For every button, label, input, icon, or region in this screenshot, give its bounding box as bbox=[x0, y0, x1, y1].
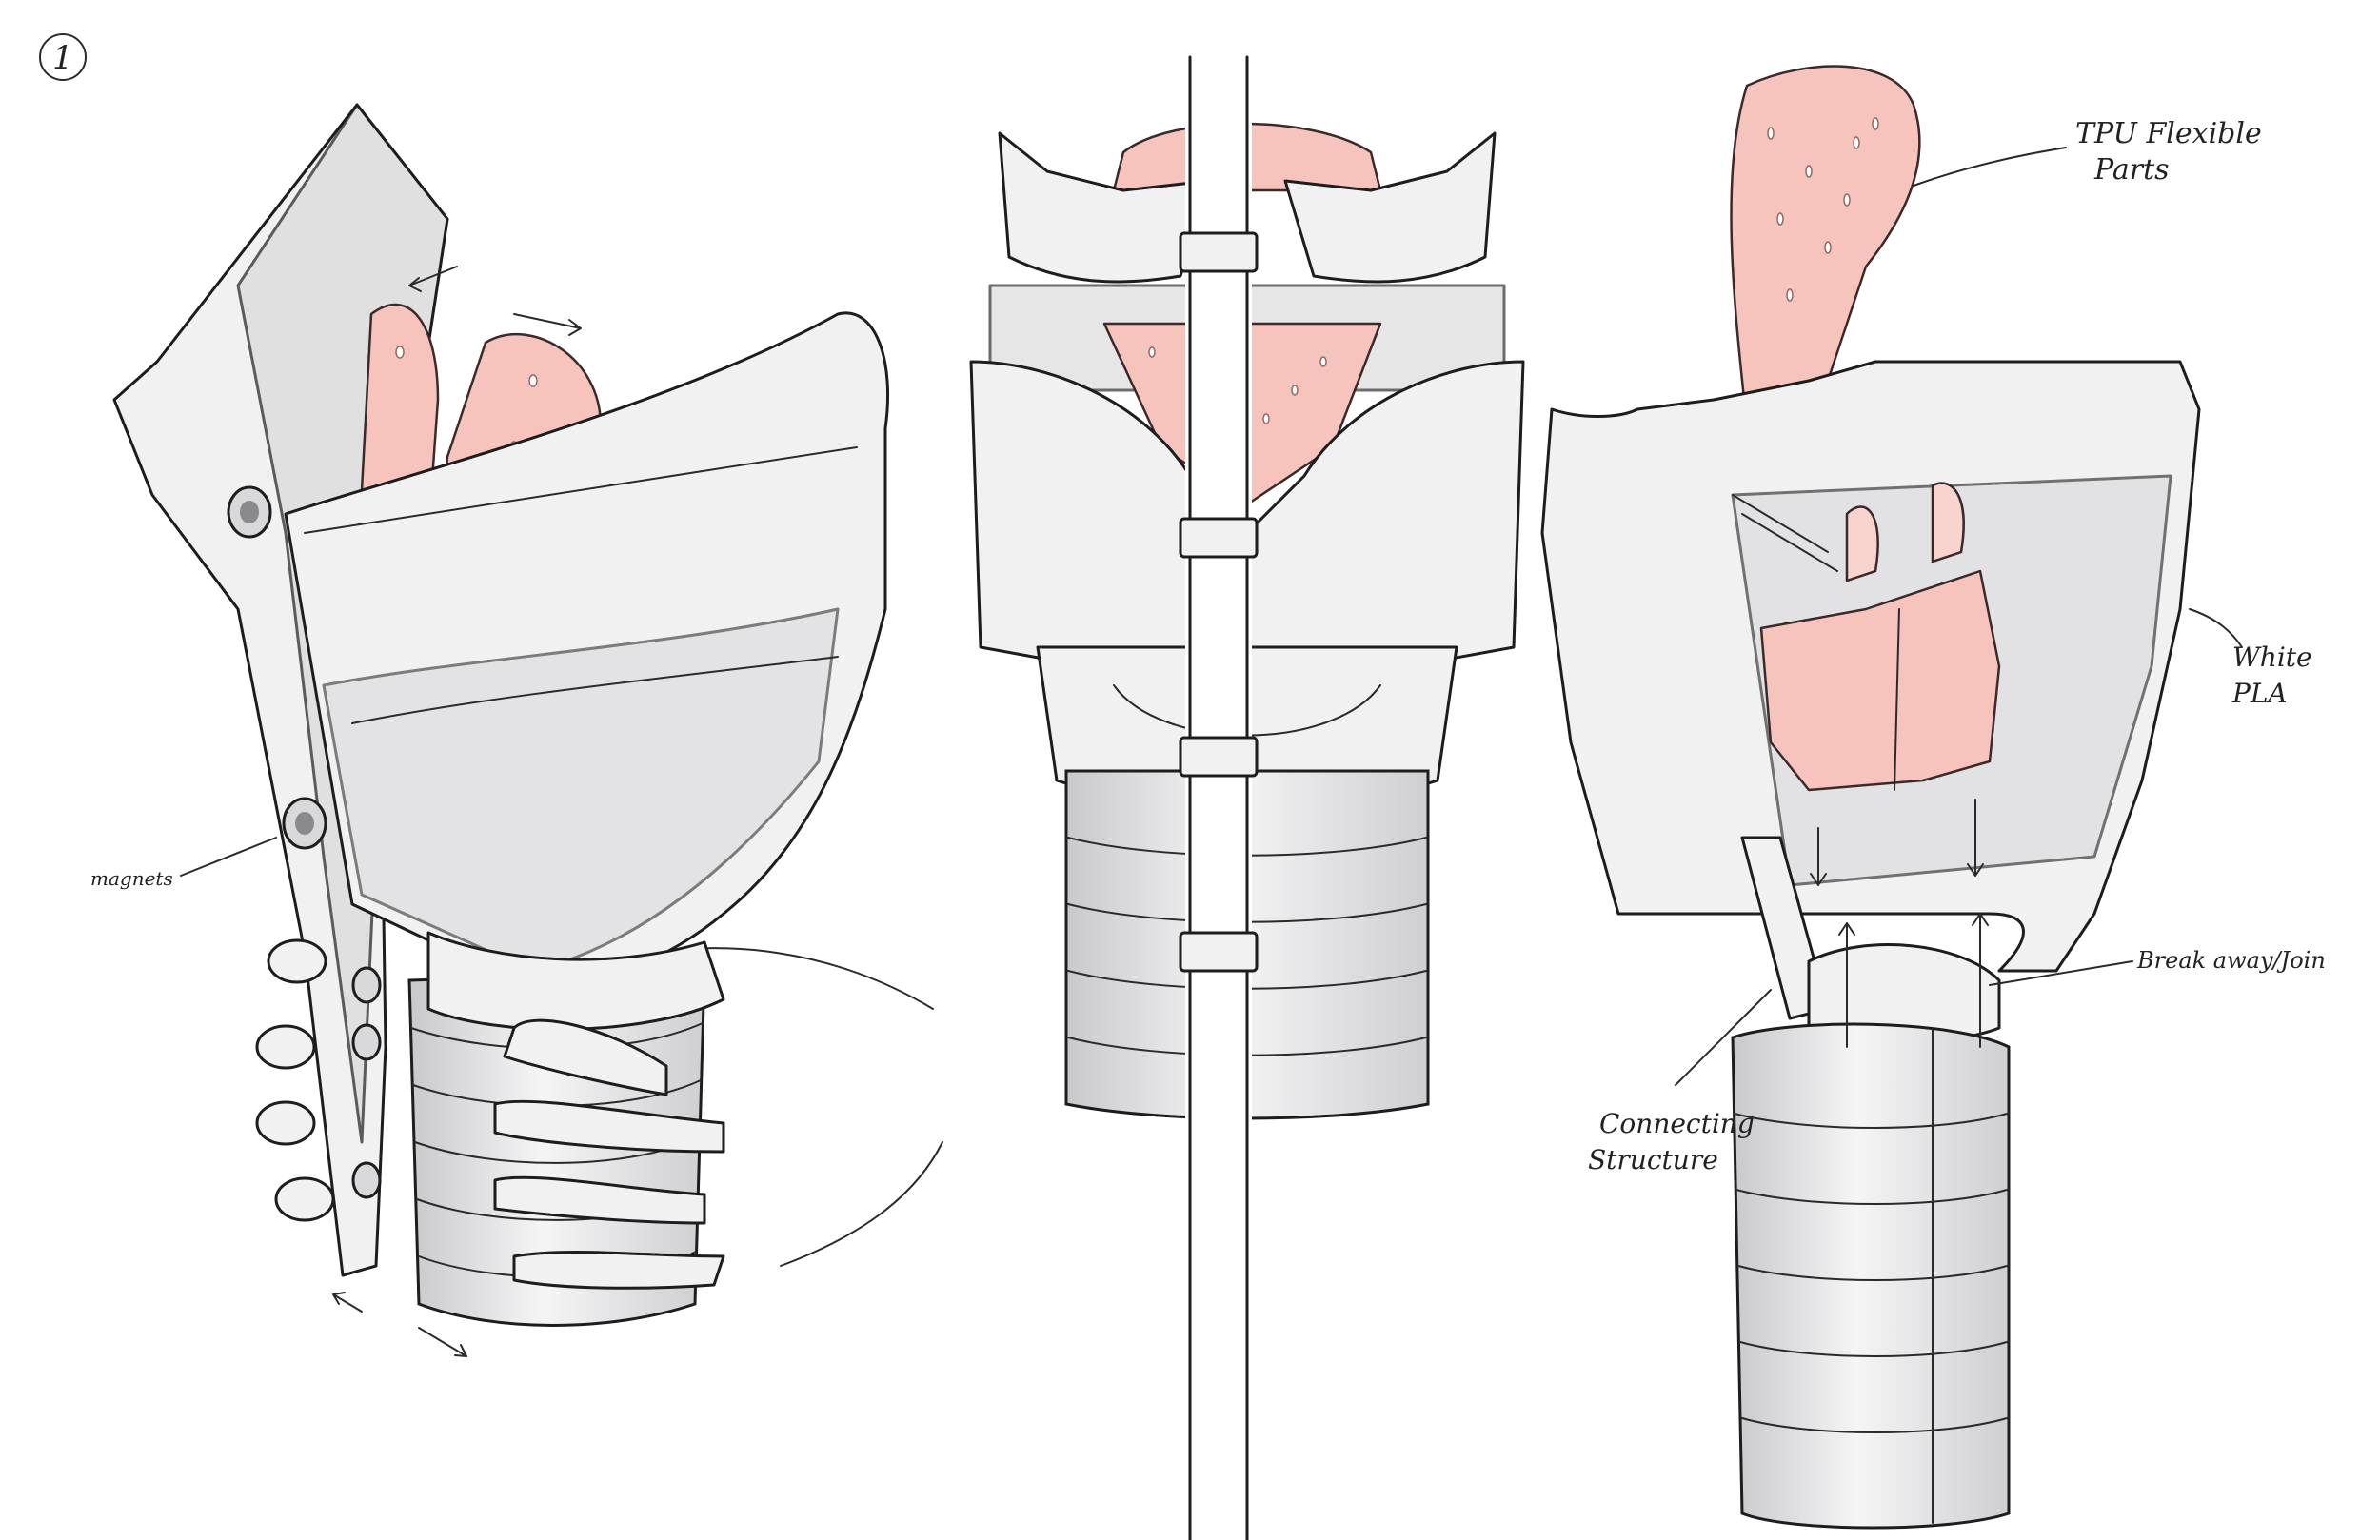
tpu-leader-line bbox=[1914, 148, 2066, 186]
trachea-side bbox=[1733, 1024, 2009, 1528]
split-gap bbox=[1185, 57, 1252, 1540]
tpu-arytenoid-horn-2 bbox=[1933, 484, 1964, 562]
magnet-1-core bbox=[240, 501, 259, 523]
magnet-2-core bbox=[295, 812, 314, 835]
left-view-exploded: magnets bbox=[90, 105, 942, 1356]
label-connecting-line2: Structure bbox=[1588, 1144, 1718, 1175]
center-view-front bbox=[971, 57, 1523, 1540]
magnet-5 bbox=[353, 1163, 380, 1197]
label-tpu-line2: Parts bbox=[2093, 153, 2170, 187]
hand-outline-lower bbox=[781, 1142, 942, 1266]
magnets-leader-line bbox=[181, 838, 276, 876]
figure-number-badge: 1 bbox=[40, 34, 86, 80]
magnet-3 bbox=[353, 968, 380, 1002]
right-view-cutaway: TPU Flexible Parts White PLA Break away/… bbox=[1542, 67, 2326, 1528]
label-breakaway: Break away/Join bbox=[2136, 947, 2326, 974]
figure-number: 1 bbox=[52, 39, 73, 77]
tpu-arytenoid-horn-1 bbox=[1847, 507, 1878, 582]
label-pla-line2: PLA bbox=[2231, 678, 2288, 709]
label-connecting-line1: Connecting bbox=[1599, 1108, 1755, 1139]
magnet-4 bbox=[353, 1025, 380, 1059]
label-tpu-line1: TPU Flexible bbox=[2075, 117, 2262, 150]
label-pla-line1: White bbox=[2232, 642, 2312, 673]
label-magnets: magnets bbox=[90, 867, 173, 890]
